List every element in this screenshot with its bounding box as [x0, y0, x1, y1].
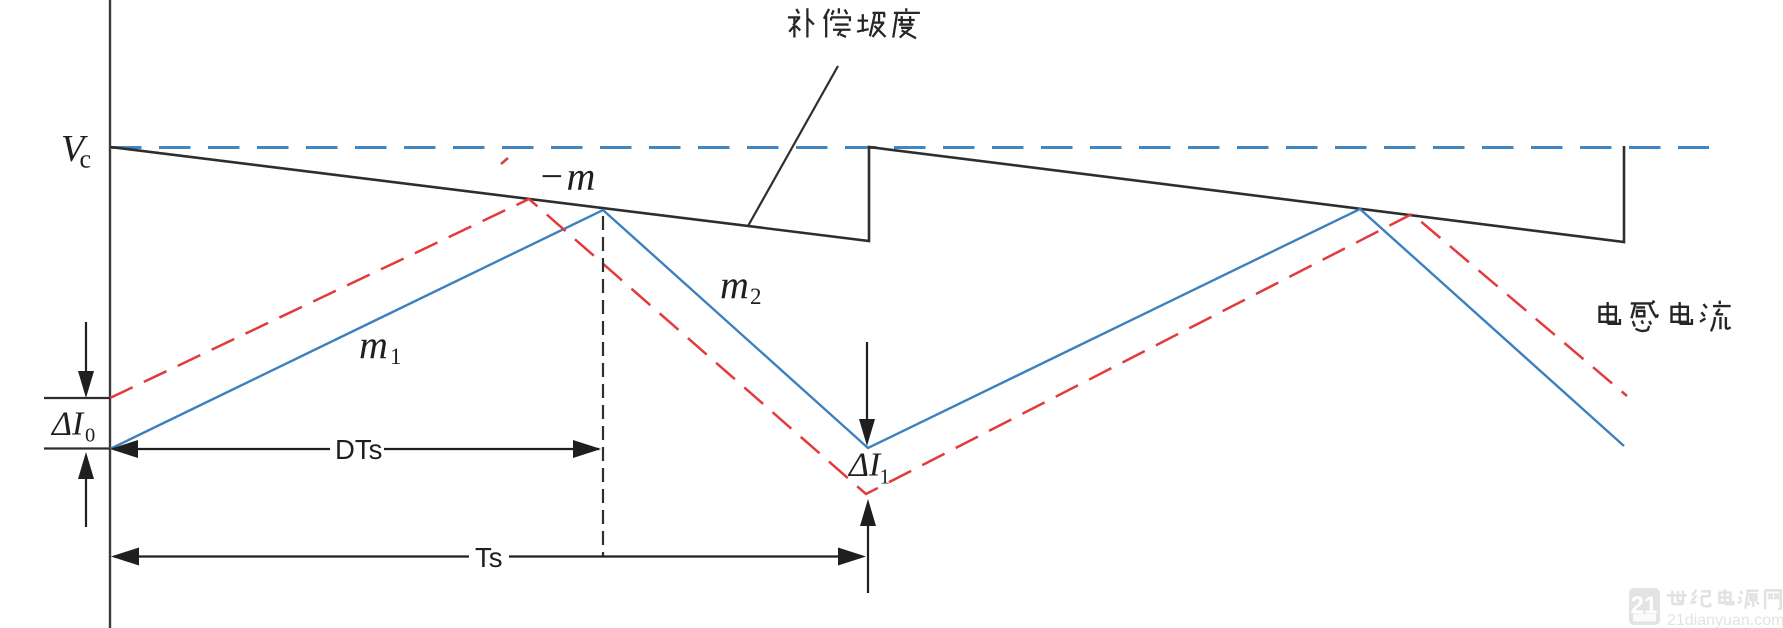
- svg-text:m: m: [720, 262, 749, 307]
- svg-text:ΔI: ΔI: [847, 447, 882, 484]
- svg-text:2: 2: [750, 284, 762, 309]
- svg-text:c: c: [80, 145, 92, 174]
- svg-text:0: 0: [85, 425, 95, 447]
- svg-text:1: 1: [390, 344, 402, 369]
- svg-text:DTs: DTs: [335, 434, 382, 465]
- svg-text:1: 1: [880, 465, 891, 489]
- svg-text:−m: −m: [538, 154, 597, 199]
- svg-text:V: V: [61, 128, 88, 170]
- svg-text:m: m: [359, 322, 388, 367]
- svg-text:21dianyuan.com: 21dianyuan.com: [1667, 612, 1783, 628]
- svg-text:Ts: Ts: [475, 542, 503, 573]
- svg-text:ΔI: ΔI: [50, 406, 85, 443]
